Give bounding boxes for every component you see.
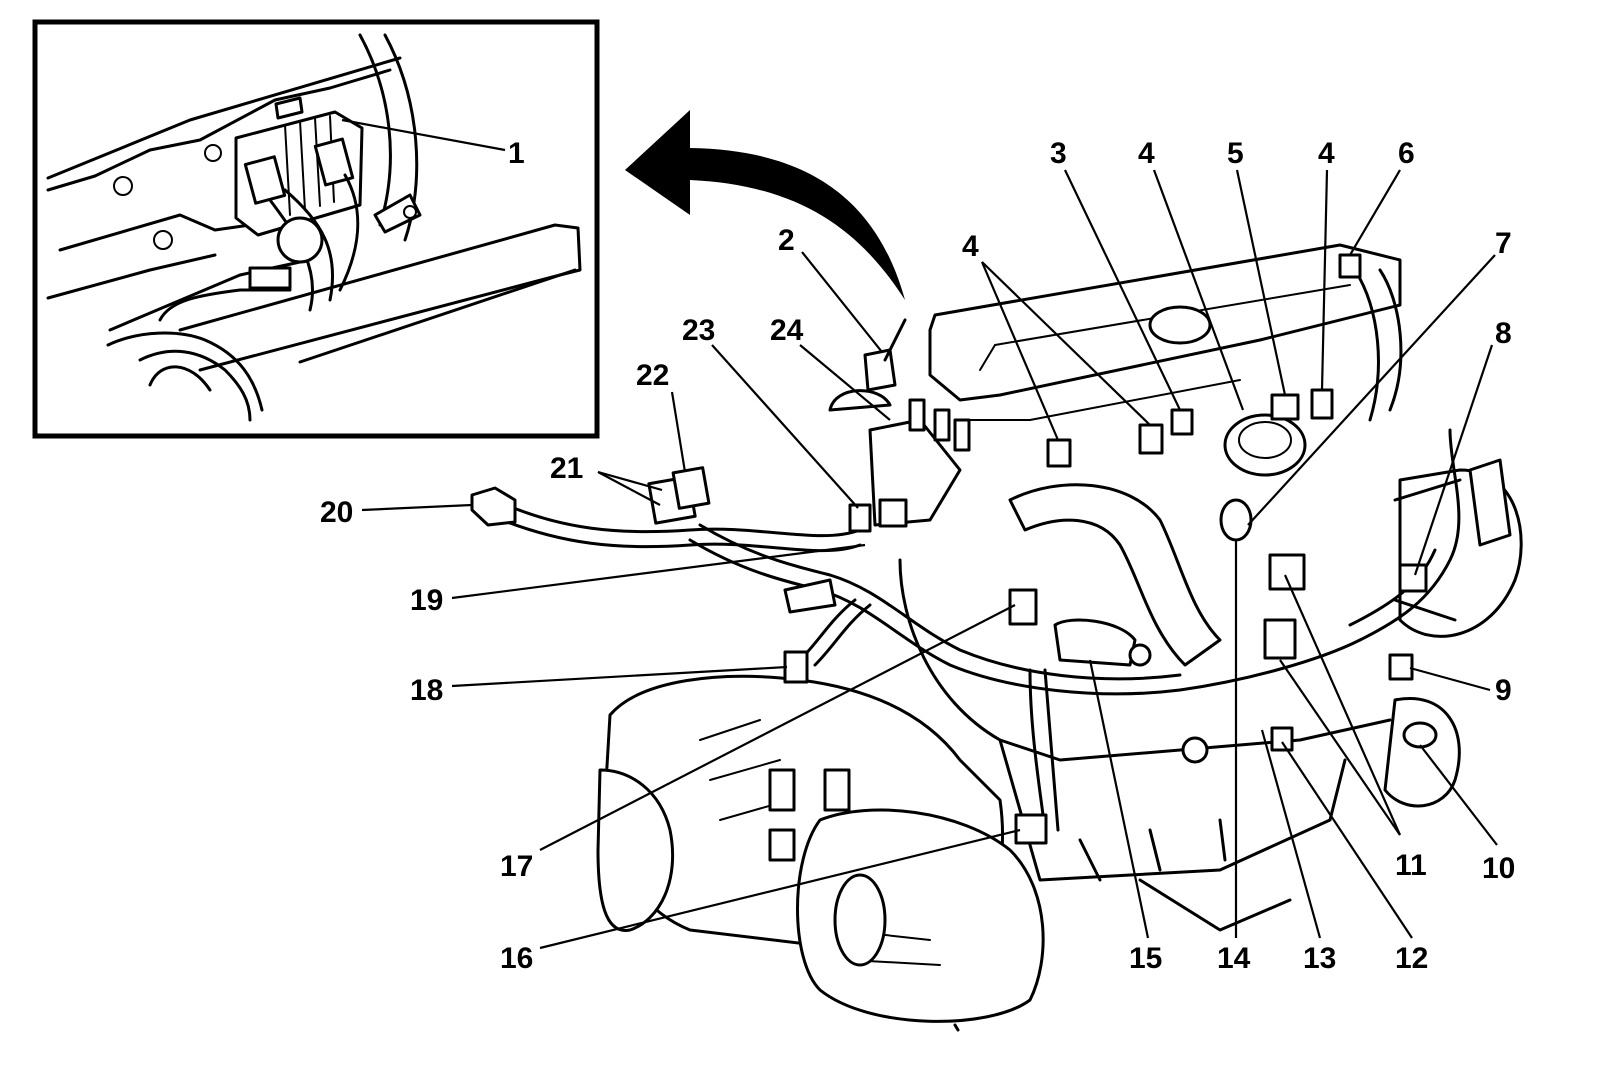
connector-9 — [1388, 653, 1414, 681]
callout-14: 14 — [1217, 942, 1251, 975]
callout-17: 17 — [500, 850, 533, 883]
engine-assembly — [596, 243, 1523, 1032]
connector-10 — [1402, 721, 1438, 749]
connector-23 — [848, 503, 872, 533]
connector-5 — [1270, 393, 1300, 421]
connector-11a — [1268, 553, 1306, 591]
connector-4a — [1046, 438, 1072, 468]
connector-8 — [1398, 563, 1428, 593]
connector-12 — [1270, 726, 1294, 752]
callout-16: 16 — [500, 942, 533, 975]
inset-rail — [178, 223, 582, 372]
component-19 — [783, 578, 837, 614]
callout-labels: 1 2 3 4 4 4 5 6 7 8 9 10 11 12 13 14 15 … — [320, 137, 1515, 975]
connector-4b — [1138, 423, 1164, 455]
connector-16 — [1014, 813, 1048, 845]
connector-6 — [1338, 253, 1362, 279]
callout-6: 6 — [1398, 137, 1415, 170]
connector-4c — [1310, 388, 1334, 420]
connector-3 — [1170, 408, 1194, 436]
callout-22: 22 — [636, 359, 669, 392]
connector-18 — [783, 650, 809, 684]
leader-lines — [341, 118, 1498, 950]
callout-10: 10 — [1482, 852, 1515, 885]
callout-19: 19 — [410, 584, 443, 617]
inset-detail-view — [32, 19, 600, 439]
component-15 — [1053, 618, 1137, 667]
callout-9: 9 — [1495, 674, 1512, 707]
callout-5: 5 — [1227, 137, 1244, 170]
intake-tube — [1008, 483, 1222, 667]
callout-21: 21 — [550, 452, 583, 485]
callout-4b: 4 — [1138, 137, 1155, 170]
callout-23: 23 — [682, 314, 715, 347]
callout-2: 2 — [778, 224, 795, 257]
inset-harness — [106, 173, 422, 422]
connector-14 — [1219, 498, 1253, 542]
callout-15: 15 — [1129, 942, 1162, 975]
callout-7: 7 — [1495, 227, 1512, 260]
callout-4c: 4 — [1318, 137, 1335, 170]
callout-24: 24 — [770, 314, 804, 347]
bellhousing — [796, 808, 1045, 1023]
callout-13: 13 — [1303, 942, 1336, 975]
callout-18: 18 — [410, 674, 443, 707]
connector-24 — [878, 498, 908, 528]
callout-11: 11 — [1395, 849, 1427, 882]
lower-pulley — [1383, 697, 1461, 808]
throttle-body — [1223, 413, 1307, 477]
connector-20 — [470, 486, 517, 527]
connector-11b — [1263, 618, 1297, 660]
callout-20: 20 — [320, 496, 353, 529]
callout-8: 8 — [1495, 317, 1512, 350]
callout-12: 12 — [1395, 942, 1428, 975]
wiring-harness — [470, 253, 1461, 845]
callout-4a: 4 — [962, 230, 979, 263]
callout-1: 1 — [508, 137, 525, 170]
connector-22 — [671, 466, 711, 510]
callout-3: 3 — [1050, 137, 1067, 170]
direction-arrow — [625, 110, 905, 300]
connector-17 — [1008, 588, 1038, 626]
inset-control-module — [234, 96, 364, 237]
